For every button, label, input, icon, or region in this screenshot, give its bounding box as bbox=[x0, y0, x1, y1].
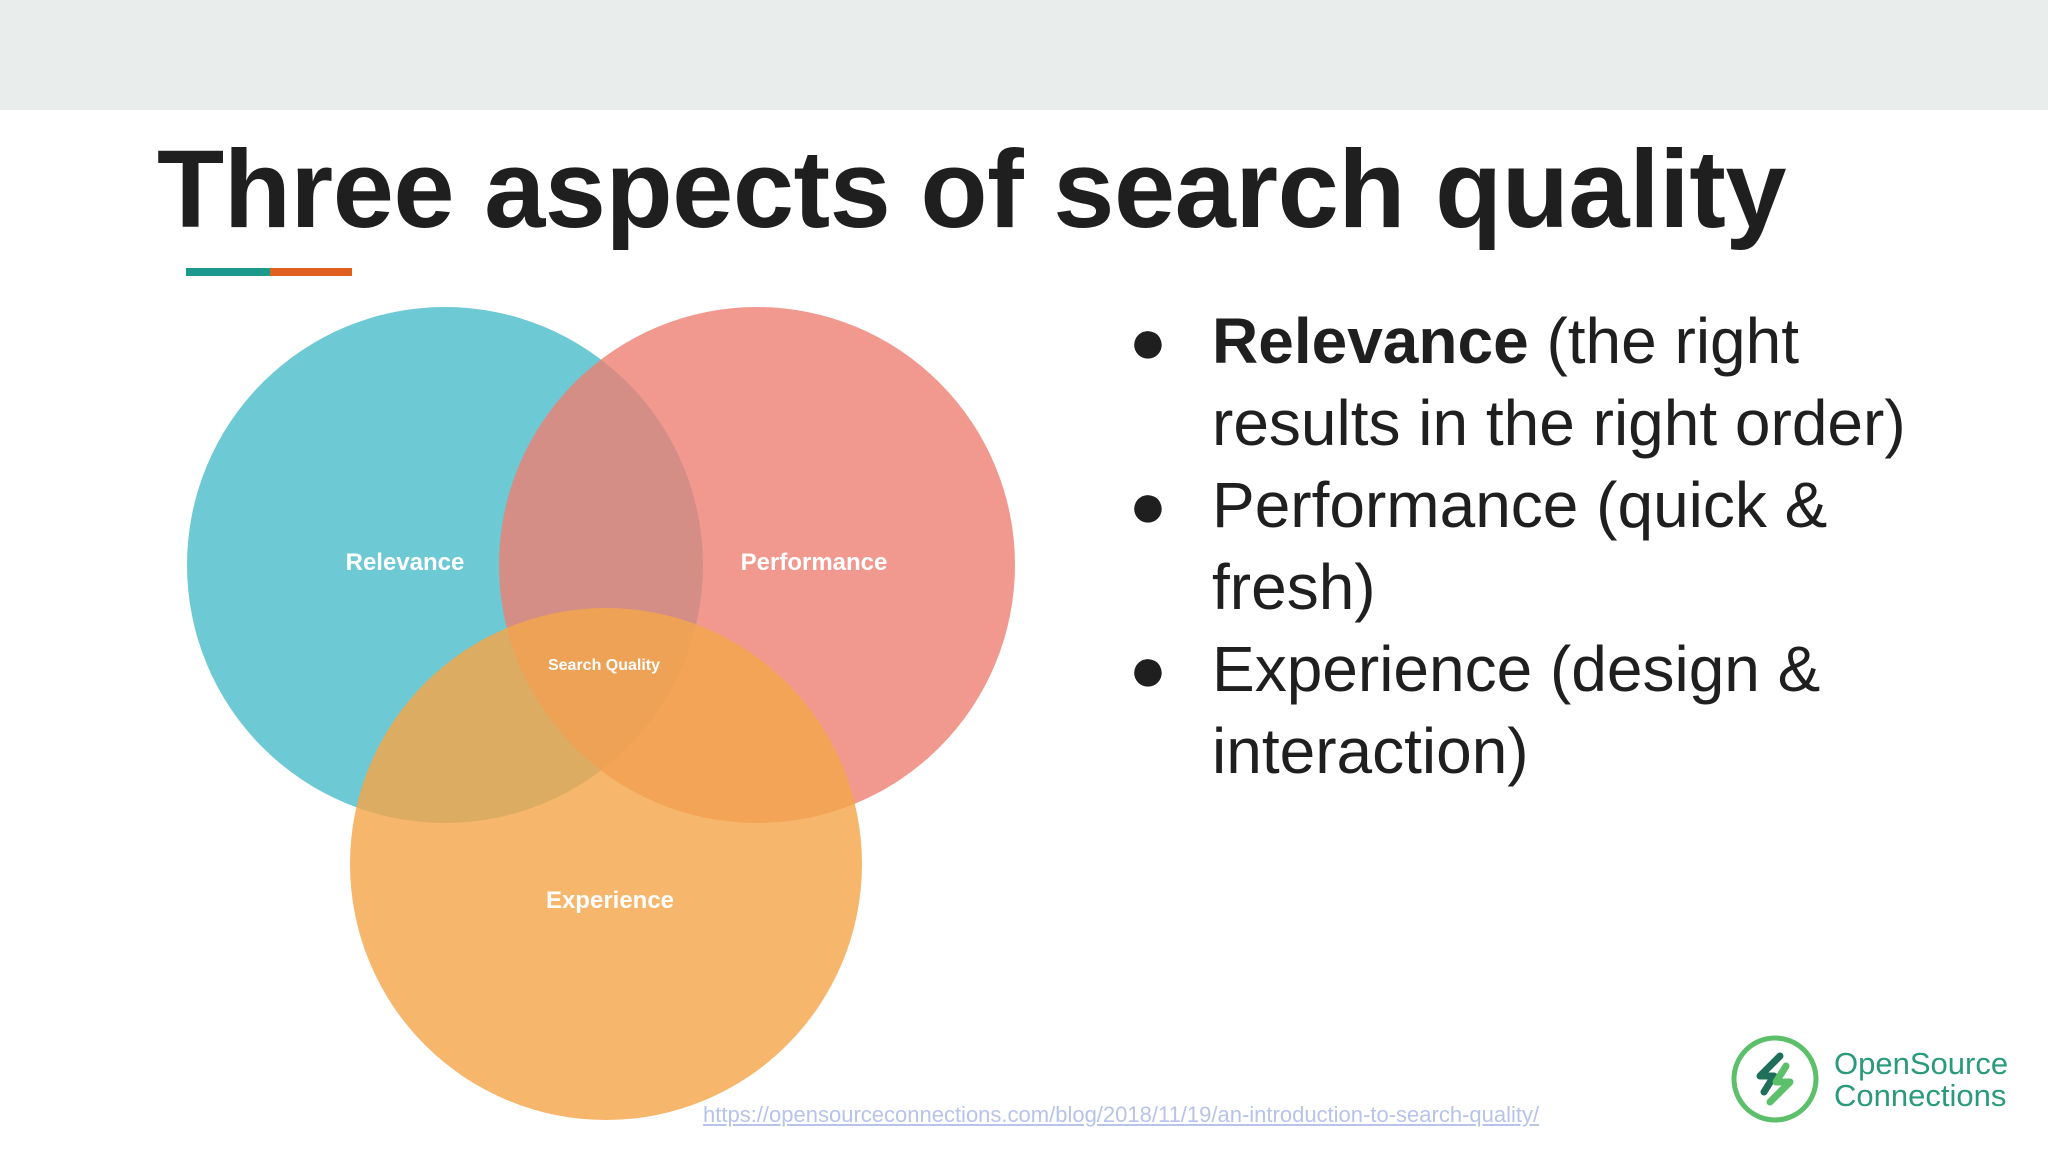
bullet-dot: ● bbox=[1128, 305, 1168, 377]
source-link[interactable]: https://opensourceconnections.com/blog/2… bbox=[703, 1102, 1540, 1127]
venn-label-experience: Experience bbox=[546, 887, 674, 914]
logo-line-1: OpenSource bbox=[1834, 1046, 2009, 1081]
bullet-item-experience: ● Experience (design & interaction) bbox=[1128, 628, 1988, 792]
bullet-item-relevance: ● Relevance (the right results in the rig… bbox=[1128, 300, 1988, 464]
logo-wordmark: OpenSource Connections bbox=[1834, 1048, 2008, 1112]
accent-bar-orange bbox=[270, 268, 352, 276]
bullet-strong-text: Relevance bbox=[1212, 305, 1529, 377]
bullet-text: (the right results in the right order) bbox=[1212, 305, 1906, 459]
bullet-list: ● Relevance (the right results in the rig… bbox=[1128, 300, 1988, 792]
opensource-connections-logo: OpenSource Connections bbox=[1730, 1034, 2010, 1126]
bullet-text: Experience (design & interaction) bbox=[1212, 633, 1821, 787]
top-band bbox=[0, 0, 2048, 110]
bullet-dot: ● bbox=[1128, 633, 1168, 705]
accent-bar-teal bbox=[186, 268, 270, 276]
venn-label-search-quality: Search Quality bbox=[548, 657, 660, 674]
bullet-dot: ● bbox=[1128, 469, 1168, 541]
venn-label-relevance: Relevance bbox=[346, 549, 465, 576]
venn-circle-experience bbox=[350, 608, 862, 1120]
bullet-item-performance: ● Performance (quick & fresh) bbox=[1128, 464, 1988, 628]
slide-title: Three aspects of search quality bbox=[157, 128, 1787, 251]
opensource-connections-logo-icon bbox=[1731, 1035, 1819, 1123]
bullet-text: Performance (quick & fresh) bbox=[1212, 469, 1828, 623]
title-accent-bar bbox=[186, 268, 352, 276]
venn-label-performance: Performance bbox=[741, 549, 888, 576]
logo-line-2: Connections bbox=[1834, 1078, 2007, 1113]
